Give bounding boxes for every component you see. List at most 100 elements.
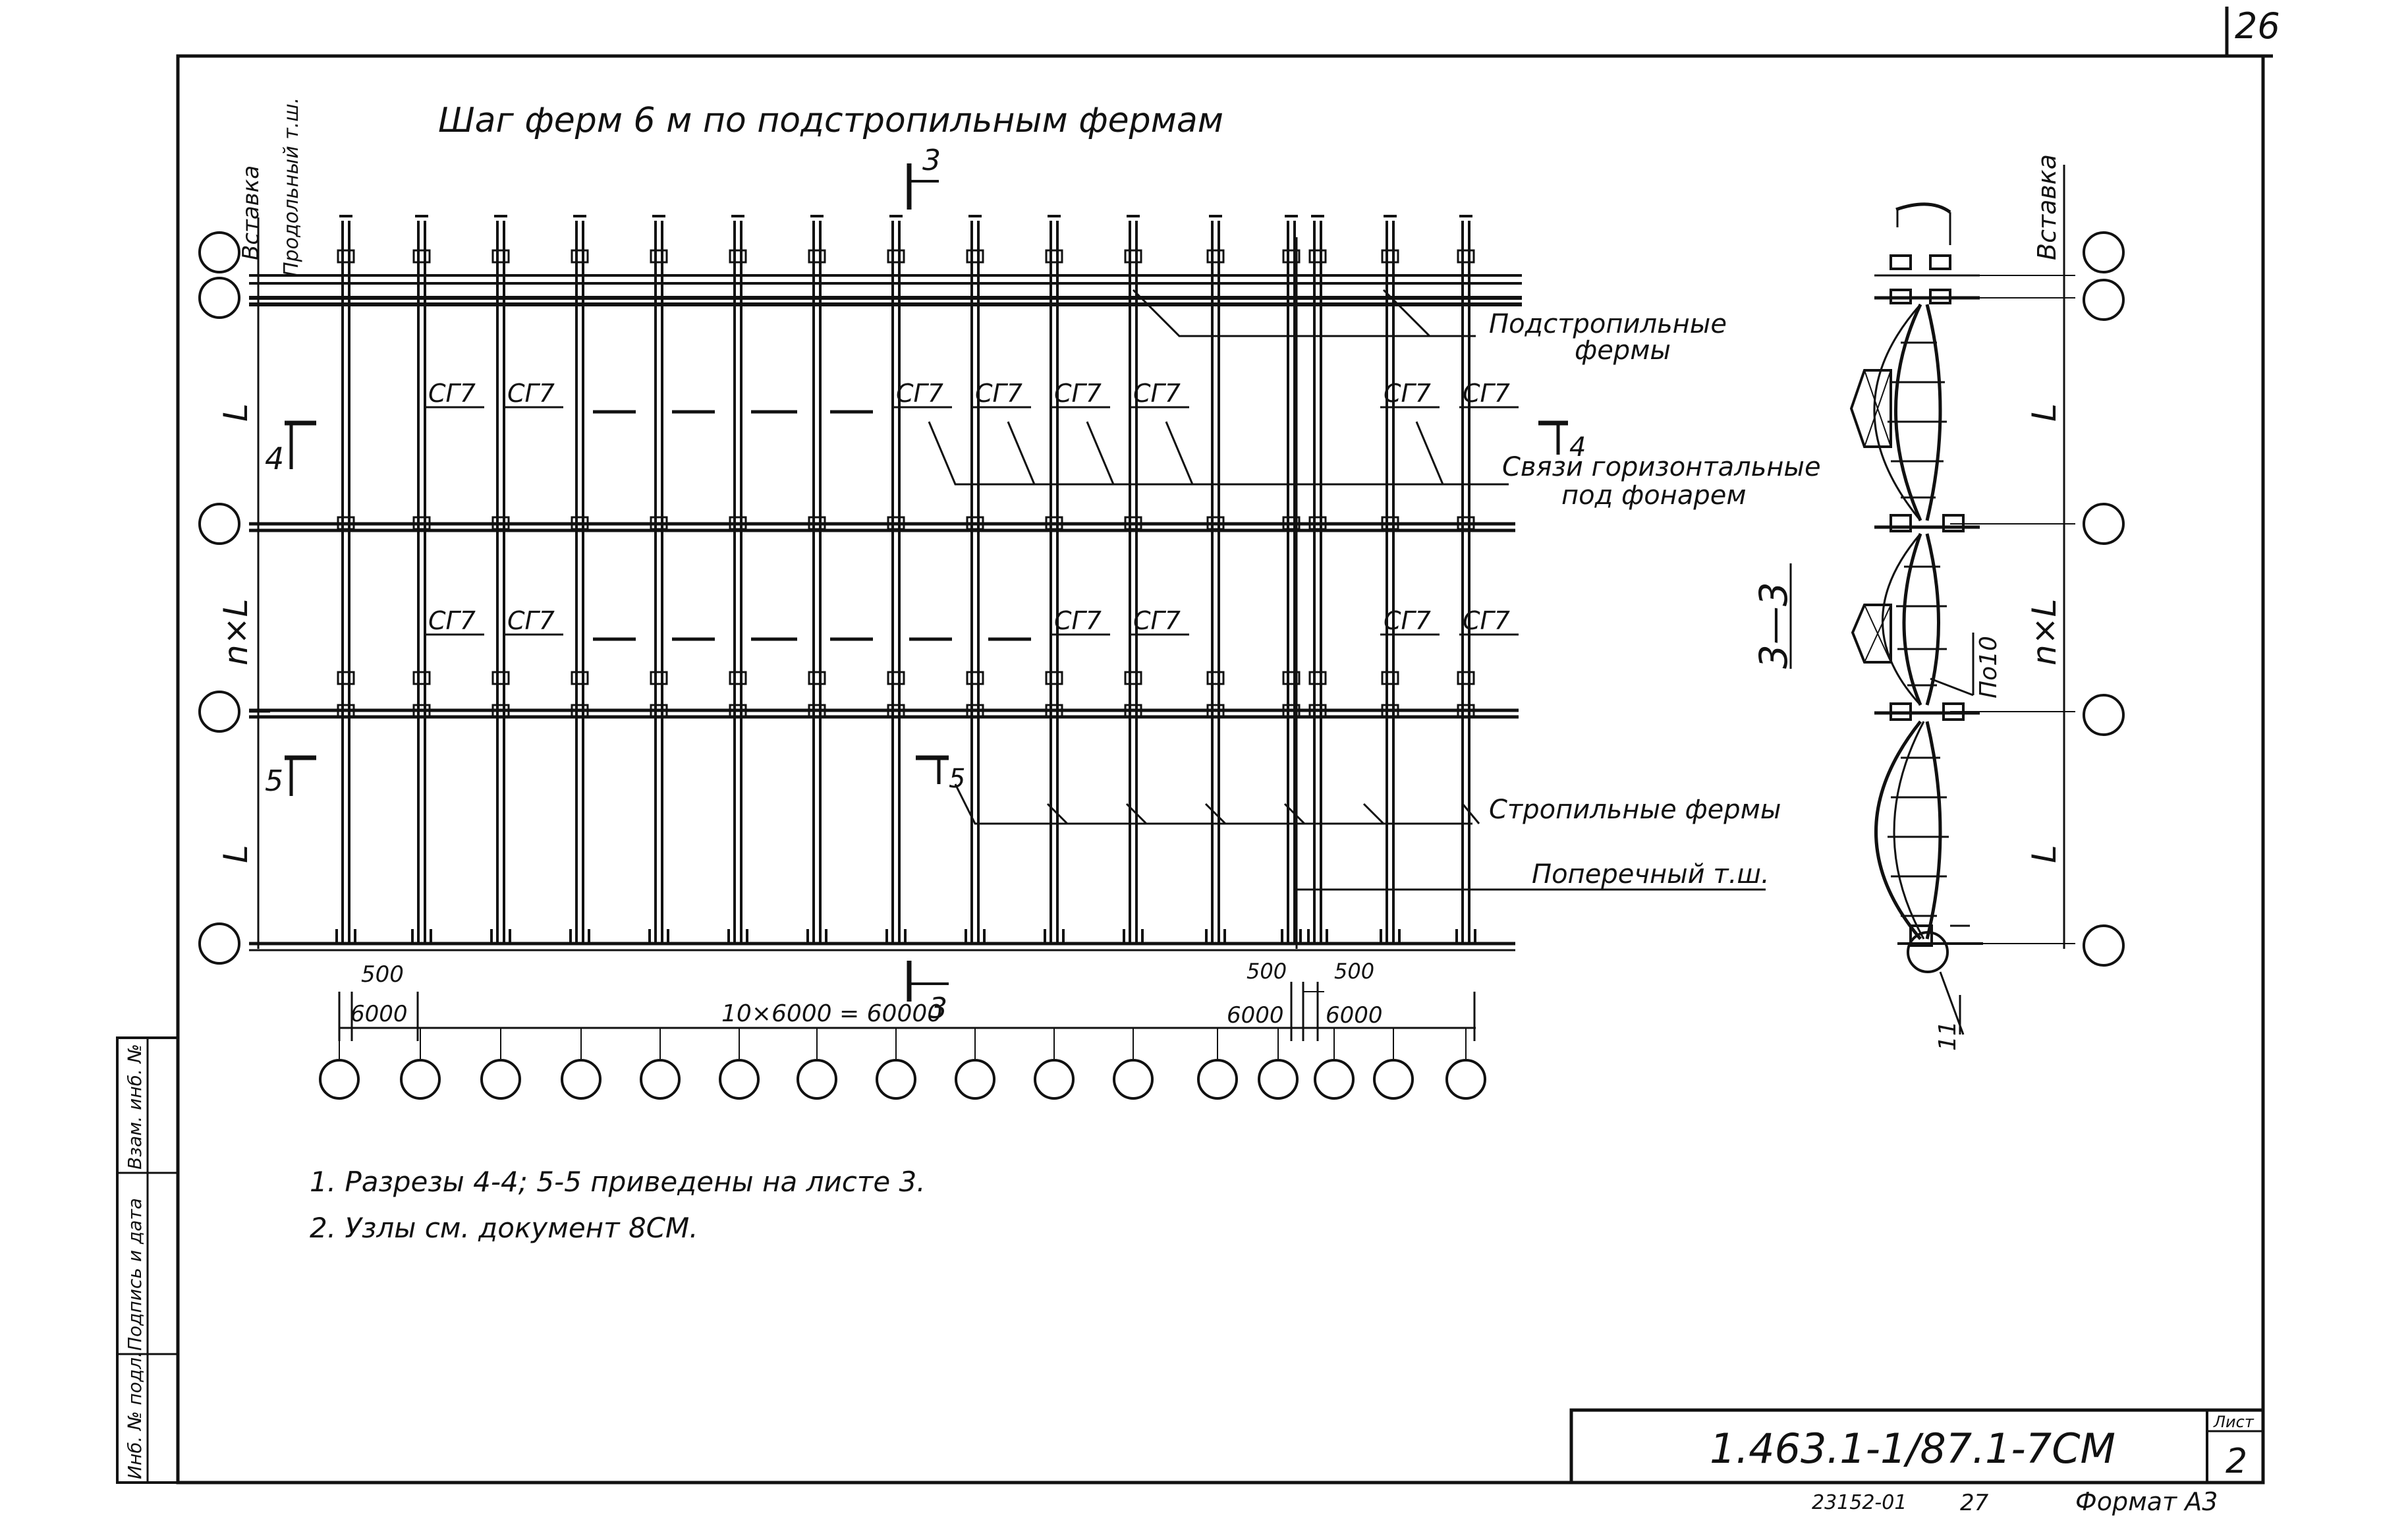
brace-label: СГ7 [1463,606,1510,635]
footer-page: 27 [1960,1490,1989,1516]
axis-circles-left [198,231,240,965]
brace-label: СГ7 [1054,606,1102,635]
stamp-inv-no: Инб. № подл. [124,1351,146,1479]
brace-label: СГ7 [507,606,555,635]
footer-doc-no: 23152-01 [1812,1491,1907,1514]
brace-label: СГ7 [975,379,1022,408]
axis-circle [876,1059,916,1100]
bottom-dimension: 500 6000 10×6000 = 60000 500 500 6000 60… [338,959,1476,1041]
brace-label: СГ7 [1133,606,1181,635]
axis-circle [1314,1059,1355,1100]
note-2: 2. Узлы см. документ 8СМ. [310,1212,698,1244]
section-mark-3-bottom: 3 [907,961,949,1025]
section-4-right-label: 4 [1569,432,1586,463]
dim-left-span-top: L [217,403,255,422]
axis-circle [1373,1059,1414,1100]
brace-label: СГ7 [428,606,476,635]
section-3-top-label: 3 [922,144,941,177]
rafter-truss [648,215,669,945]
dim-500-right-a: 500 [1246,959,1287,984]
rafter-truss [806,215,827,945]
axis-circles-bottom [319,1028,1486,1100]
axis-circle [955,1059,995,1100]
axis-circle [480,1059,521,1100]
rafter-trusses [335,215,1476,949]
drawing-title: Шаг ферм 6 м по подстропильным фермам [438,101,1223,140]
axis-circle [797,1059,837,1100]
dim-left-span-bot: L [217,845,255,863]
list-number: 2 [2226,1442,2247,1481]
title-block: 1.463.1-1/87.1-7СМ Лист 2 [1569,1408,2265,1485]
sheet-border [176,54,2265,1485]
section-span-mid: n×L [2025,599,2063,666]
rafter-truss [1380,215,1401,945]
leader-lines [928,289,1766,891]
rafter-truss [965,215,986,945]
section-span-bot: L [2025,845,2063,863]
stamp-signature-date: Подпись и дата [124,1198,146,1351]
rafter-truss [727,215,748,945]
axis-circle [1258,1059,1299,1100]
callout-poperechny: Поперечный т.ш. [1532,859,1770,890]
rafter-truss [1307,215,1328,945]
dim-500-right-b: 500 [1334,959,1374,984]
page-number-box: 26 [2225,5,2280,58]
rafter-truss [1281,215,1302,945]
rafter-truss [885,215,907,945]
brace-label: СГ7 [1054,379,1102,408]
left-dimension: L n×L L [217,217,270,949]
dim-500-left: 500 [361,961,404,988]
roof-plan: L n×L L 4 4 5 5 3 [198,144,1821,1100]
callout-stropilnye: Стропильные фермы [1489,795,1781,825]
rafter-truss [335,215,356,945]
section-node-bottom: 11 [1934,1021,1961,1051]
dim-total: 10×6000 = 60000 [721,1000,942,1027]
section-mark-5-left: 5 [265,755,316,798]
stamp-replace-inv: Взам. инб. № [124,1044,146,1170]
brace-label: СГ7 [1463,379,1510,408]
doc-code: 1.463.1-1/87.1-7СМ [1710,1425,2115,1473]
section-axis-circles [1907,231,2125,973]
axis-circle [719,1059,760,1100]
callout-svyazi-2: под фонарем [1561,480,1747,511]
section-span-top: L [2025,403,2063,422]
callout-svyazi-1: Связи горизонтальные [1502,452,1821,482]
section-mark-4-right: 4 [1538,420,1586,463]
dim-left-span-mid: n×L [217,599,255,666]
list-label: Лист [2213,1413,2254,1431]
axis-circle [1034,1059,1075,1100]
side-stamp: Инб. № подл. Подпись и дата Взам. инб. № [116,1036,179,1484]
rafter-truss [1455,215,1476,945]
rafter-truss [411,215,432,945]
label-prodolny: Продольный т.ш. [280,98,303,277]
brace-label: СГ7 [1384,606,1431,635]
brace-label: СГ7 [1384,379,1431,408]
section-3-bottom-label: 3 [929,992,947,1025]
rafter-truss [1123,215,1144,945]
section-mark-4-left: 4 [265,420,316,476]
brace-label: СГ7 [507,379,555,408]
axis-circle [1445,1059,1486,1100]
longitudinal-lines [249,274,1522,951]
axis-circle [640,1059,681,1100]
section-3-3: 3—3 [1751,154,2125,1051]
truss-profile [1849,202,1983,947]
section-right-dimension: Вставка L n×L L [1950,154,2075,949]
axis-circle [1197,1059,1238,1100]
brace-label: СГ7 [428,379,476,408]
dim-6000-left: 6000 [350,1001,408,1027]
callout-podstropilnye-1: Подстропильные [1489,309,1727,339]
footer-format: Формат А3 [2075,1487,2218,1516]
brace-label: СГ7 [1133,379,1181,408]
axis-circle [1113,1059,1154,1100]
section-vstavka: Вставка [2032,154,2061,260]
rafter-truss [1205,215,1226,945]
axis-circle [319,1059,360,1100]
rafter-truss [1044,215,1065,945]
section-4-left-label: 4 [265,441,284,476]
note-1: 1. Разрезы 4-4; 5-5 приведены на листе 3… [310,1166,926,1198]
label-vstavka-left: Вставка [238,165,264,260]
section-mark-3-top: 3 [907,144,941,210]
